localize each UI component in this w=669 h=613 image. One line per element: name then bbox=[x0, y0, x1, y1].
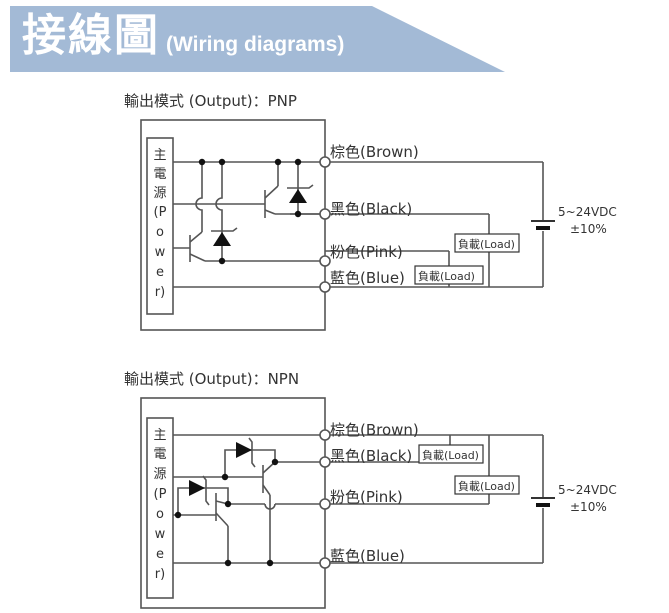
zener1-bar bbox=[287, 184, 314, 189]
banner-shape bbox=[10, 6, 505, 72]
banner-title-zh: 接線圖 bbox=[22, 10, 160, 61]
banner-title-en: (Wiring diagrams) bbox=[166, 33, 345, 56]
svg-text:w: w bbox=[155, 245, 166, 260]
zener1-bar bbox=[248, 437, 256, 468]
wire-label-pink: 粉色(Pink) bbox=[330, 243, 403, 261]
svg-text:(P: (P bbox=[154, 487, 167, 502]
wire-q2-collector bbox=[195, 162, 203, 232]
wire-terminals bbox=[319, 429, 331, 569]
svg-text:主: 主 bbox=[153, 428, 166, 443]
svg-text:源: 源 bbox=[153, 186, 166, 201]
supply-voltage: 5~24VDC bbox=[558, 483, 617, 497]
power-label-box bbox=[146, 137, 174, 315]
svg-text:w: w bbox=[155, 527, 166, 542]
junction-dots bbox=[174, 458, 279, 567]
zener2-icon bbox=[213, 232, 231, 246]
sensor-body-box bbox=[140, 119, 326, 331]
load-label: 負載(Load) bbox=[418, 270, 475, 283]
svg-text:e: e bbox=[156, 265, 164, 280]
svg-text:電: 電 bbox=[153, 447, 166, 462]
supply-tolerance: ±10% bbox=[570, 222, 607, 236]
junction-dots bbox=[198, 158, 302, 265]
header-banner: 接線圖 (Wiring diagrams) bbox=[0, 0, 669, 80]
wire-label-black: 黑色(Black) bbox=[330, 447, 412, 465]
pnp-circuit: 負載(Load) 負載(Load) 棕色(Brown) 黑色(Black) 粉色… bbox=[140, 119, 617, 331]
wire-terminals bbox=[319, 156, 331, 293]
svg-text:電: 電 bbox=[153, 167, 166, 182]
svg-text:r): r) bbox=[155, 285, 165, 300]
npn-wiring-diagram: 輸出模式 (Output)：NPN bbox=[0, 368, 669, 613]
load-box-pink bbox=[414, 265, 484, 285]
diode1-icon bbox=[236, 442, 252, 458]
svg-text:(P: (P bbox=[154, 205, 167, 220]
power-label: 主 電 源 (P o w e r) bbox=[153, 428, 166, 582]
pnp-output-title: 輸出模式 (Output)：PNP bbox=[124, 92, 297, 110]
npn-circuit: 負載(Load) 負載(Load) 棕色(Brown) 黑色(Black) 粉色… bbox=[140, 397, 617, 609]
wire-label-black: 黑色(Black) bbox=[330, 200, 412, 218]
wire-label-brown: 棕色(Brown) bbox=[330, 143, 419, 161]
svg-text:r): r) bbox=[155, 567, 165, 582]
wire-zener2 bbox=[215, 162, 223, 261]
load-label: 負載(Load) bbox=[458, 238, 515, 251]
npn-output-title: 輸出模式 (Output)：NPN bbox=[124, 370, 300, 388]
wire-label-blue: 藍色(Blue) bbox=[330, 547, 405, 565]
power-label: 主 電 源 (P o w e r) bbox=[153, 148, 166, 300]
supply-voltage: 5~24VDC bbox=[558, 205, 617, 219]
zener2-bar bbox=[211, 227, 238, 232]
svg-text:o: o bbox=[156, 225, 164, 240]
load-label: 負載(Load) bbox=[458, 480, 515, 493]
load-box-black bbox=[418, 444, 484, 464]
zener1-icon bbox=[289, 189, 307, 203]
svg-text:e: e bbox=[156, 547, 164, 562]
wire-label-pink: 粉色(Pink) bbox=[330, 488, 403, 506]
load-box-black bbox=[454, 233, 520, 253]
diode2-icon bbox=[189, 480, 205, 496]
load-box-pink bbox=[454, 475, 520, 495]
load-label: 負載(Load) bbox=[422, 449, 479, 462]
svg-text:主: 主 bbox=[153, 148, 166, 163]
power-label-box bbox=[146, 417, 174, 599]
sensor-body-box bbox=[140, 397, 326, 609]
pnp-wiring-diagram: 輸出模式 (Output)：PNP bbox=[0, 90, 669, 350]
svg-text:o: o bbox=[156, 507, 164, 522]
wire-label-blue: 藍色(Blue) bbox=[330, 269, 405, 287]
zener2-bar bbox=[202, 475, 210, 506]
wire-label-brown: 棕色(Brown) bbox=[330, 421, 419, 439]
supply-tolerance: ±10% bbox=[570, 500, 607, 514]
svg-text:源: 源 bbox=[153, 467, 166, 482]
